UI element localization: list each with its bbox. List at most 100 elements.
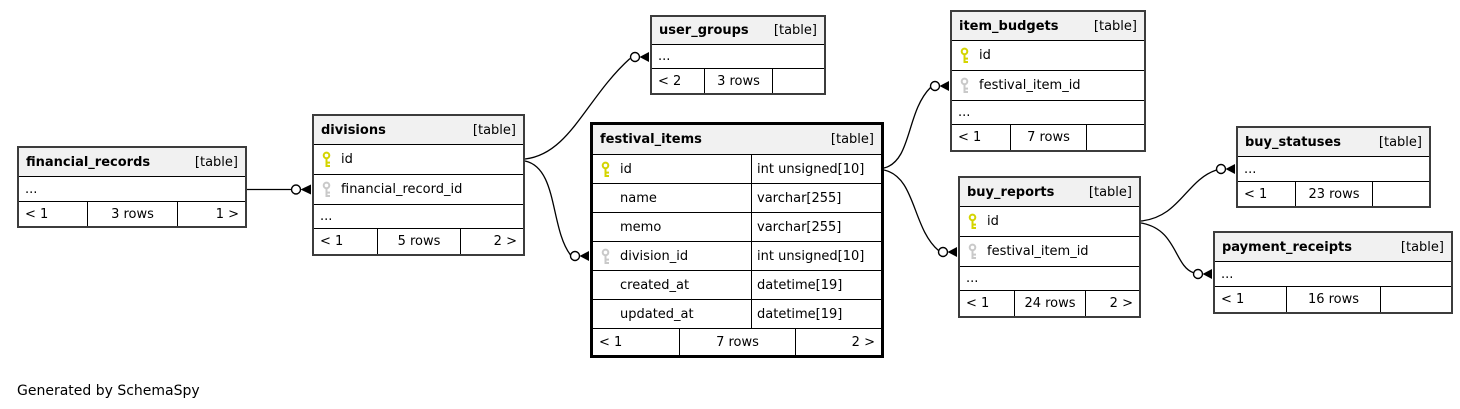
- column-name: id: [341, 152, 353, 167]
- column-row: updated_at datetime[19]: [593, 300, 881, 329]
- column-type: int unsigned[10]: [751, 242, 881, 270]
- footer-parent-count: < 1: [320, 234, 344, 249]
- foreign-key-icon: [322, 181, 331, 197]
- rel-line-buy_reports-buy_statuses: [1140, 169, 1217, 222]
- table-buy_reports[interactable]: buy_reports [table] id festi: [958, 176, 1141, 318]
- rel-line-divisions-festival_items: [524, 160, 572, 256]
- footer-child-count: [772, 69, 824, 93]
- table-name: payment_receipts: [1222, 239, 1352, 255]
- table-header: user_groups [table]: [652, 17, 824, 45]
- column-name: created_at: [620, 277, 690, 293]
- column-row: id int unsigned[10]: [593, 155, 881, 184]
- footer-child-count: [1371, 182, 1429, 206]
- footer-child-count: 1 >: [177, 202, 245, 226]
- column-row: memo varchar[255]: [593, 213, 881, 242]
- primary-key-icon: [322, 151, 331, 167]
- table-type-tag: [table]: [1378, 134, 1422, 150]
- table-footer: < 2 3 rows: [652, 69, 824, 93]
- table-footer: < 1 7 rows: [952, 125, 1144, 150]
- table-type-tag: [table]: [194, 154, 238, 170]
- footer-parent-count: < 1: [958, 130, 982, 145]
- rel-line-divisions-user_groups: [524, 58, 631, 160]
- footer-parent-count: < 1: [599, 334, 623, 350]
- table-type-tag: [table]: [1400, 239, 1444, 255]
- footer-row-count: 3 rows: [86, 202, 177, 226]
- footer-row-count: 3 rows: [703, 69, 773, 93]
- table-item_budgets[interactable]: item_budgets [table] id fest: [950, 10, 1146, 152]
- table-buy_statuses[interactable]: buy_statuses [table] ... < 1 23 rows: [1236, 126, 1431, 208]
- more-columns-row: ...: [19, 177, 245, 202]
- footer-parent-count: < 1: [25, 206, 49, 222]
- generated-by-note: Generated by SchemaSpy: [17, 383, 200, 399]
- table-footer: < 1 3 rows 1 >: [19, 202, 245, 226]
- table-footer: < 1 23 rows: [1238, 182, 1429, 206]
- table-header: festival_items [table]: [593, 125, 881, 155]
- table-divisions[interactable]: divisions [table] id financi: [312, 114, 525, 256]
- zero-or-many-circles: [290, 51, 1227, 280]
- column-row: festival_item_id: [960, 237, 1139, 267]
- table-footer: < 1 5 rows 2 >: [314, 229, 523, 254]
- table-name: financial_records: [26, 154, 151, 170]
- footer-child-count: 2 >: [1085, 291, 1139, 316]
- table-name: user_groups: [659, 23, 749, 38]
- table-header: financial_records [table]: [19, 148, 245, 177]
- table-header: divisions [table]: [314, 116, 523, 145]
- column-row: id: [952, 41, 1144, 71]
- table-header: buy_reports [table]: [960, 178, 1139, 207]
- table-name: buy_reports: [967, 184, 1055, 200]
- footer-row-count: 23 rows: [1295, 182, 1371, 206]
- column-row: name varchar[255]: [593, 184, 881, 213]
- table-type-tag: [table]: [1093, 18, 1137, 34]
- column-name: festival_item_id: [987, 244, 1089, 259]
- column-name: id: [979, 48, 991, 63]
- footer-parent-count: < 2: [658, 73, 682, 89]
- table-header: item_budgets [table]: [952, 12, 1144, 41]
- table-header: buy_statuses [table]: [1238, 128, 1429, 157]
- footer-parent-count: < 1: [966, 296, 990, 311]
- column-name: name: [620, 190, 657, 206]
- primary-key-icon: [968, 213, 977, 229]
- more-columns-row: ...: [960, 267, 1139, 291]
- primary-key-icon: [601, 161, 610, 177]
- footer-child-count: 2 >: [460, 229, 523, 254]
- table-type-tag: [table]: [1088, 184, 1132, 200]
- footer-row-count: 5 rows: [376, 229, 461, 254]
- table-type-tag: [table]: [773, 23, 817, 38]
- column-row: id: [960, 207, 1139, 237]
- column-name: updated_at: [620, 306, 694, 322]
- footer-child-count: [1380, 287, 1451, 312]
- table-payment_receipts[interactable]: payment_receipts [table] ... < 1 16 rows: [1213, 231, 1453, 314]
- crow-foot-arrowheads: [300, 52, 1235, 279]
- footer-row-count: 16 rows: [1285, 287, 1380, 312]
- footer-parent-count: < 1: [1221, 292, 1245, 307]
- column-type: varchar[255]: [751, 213, 881, 241]
- table-footer: < 1 16 rows: [1215, 287, 1451, 312]
- table-festival_items[interactable]: festival_items [table] id int unsigned[1…: [590, 122, 884, 358]
- footer-child-count: 2 >: [794, 329, 881, 355]
- column-name: financial_record_id: [341, 182, 463, 197]
- foreign-key-icon: [601, 248, 610, 264]
- column-name: id: [987, 214, 999, 229]
- rel-line-buy_reports-payment_receipts: [1140, 222, 1194, 274]
- more-columns-row: ...: [314, 205, 523, 229]
- table-name: divisions: [321, 122, 386, 138]
- table-header: payment_receipts [table]: [1215, 233, 1451, 262]
- column-type: varchar[255]: [751, 184, 881, 212]
- table-footer: < 1 7 rows 2 >: [593, 329, 881, 355]
- column-type: int unsigned[10]: [751, 155, 881, 183]
- table-financial_records[interactable]: financial_records [table] ... < 1 3 rows…: [17, 146, 247, 228]
- column-type: datetime[19]: [751, 271, 881, 299]
- column-row: financial_record_id: [314, 175, 523, 205]
- footer-row-count: 7 rows: [1009, 125, 1087, 150]
- footer-parent-count: < 1: [1244, 186, 1268, 202]
- table-user_groups[interactable]: user_groups [table] ... < 2 3 rows: [650, 15, 826, 95]
- column-name: memo: [620, 219, 662, 235]
- table-name: festival_items: [600, 132, 702, 147]
- column-row: id: [314, 145, 523, 175]
- table-type-tag: [table]: [472, 122, 516, 138]
- column-name: id: [620, 161, 632, 177]
- column-row: created_at datetime[19]: [593, 271, 881, 300]
- column-name: division_id: [620, 248, 689, 264]
